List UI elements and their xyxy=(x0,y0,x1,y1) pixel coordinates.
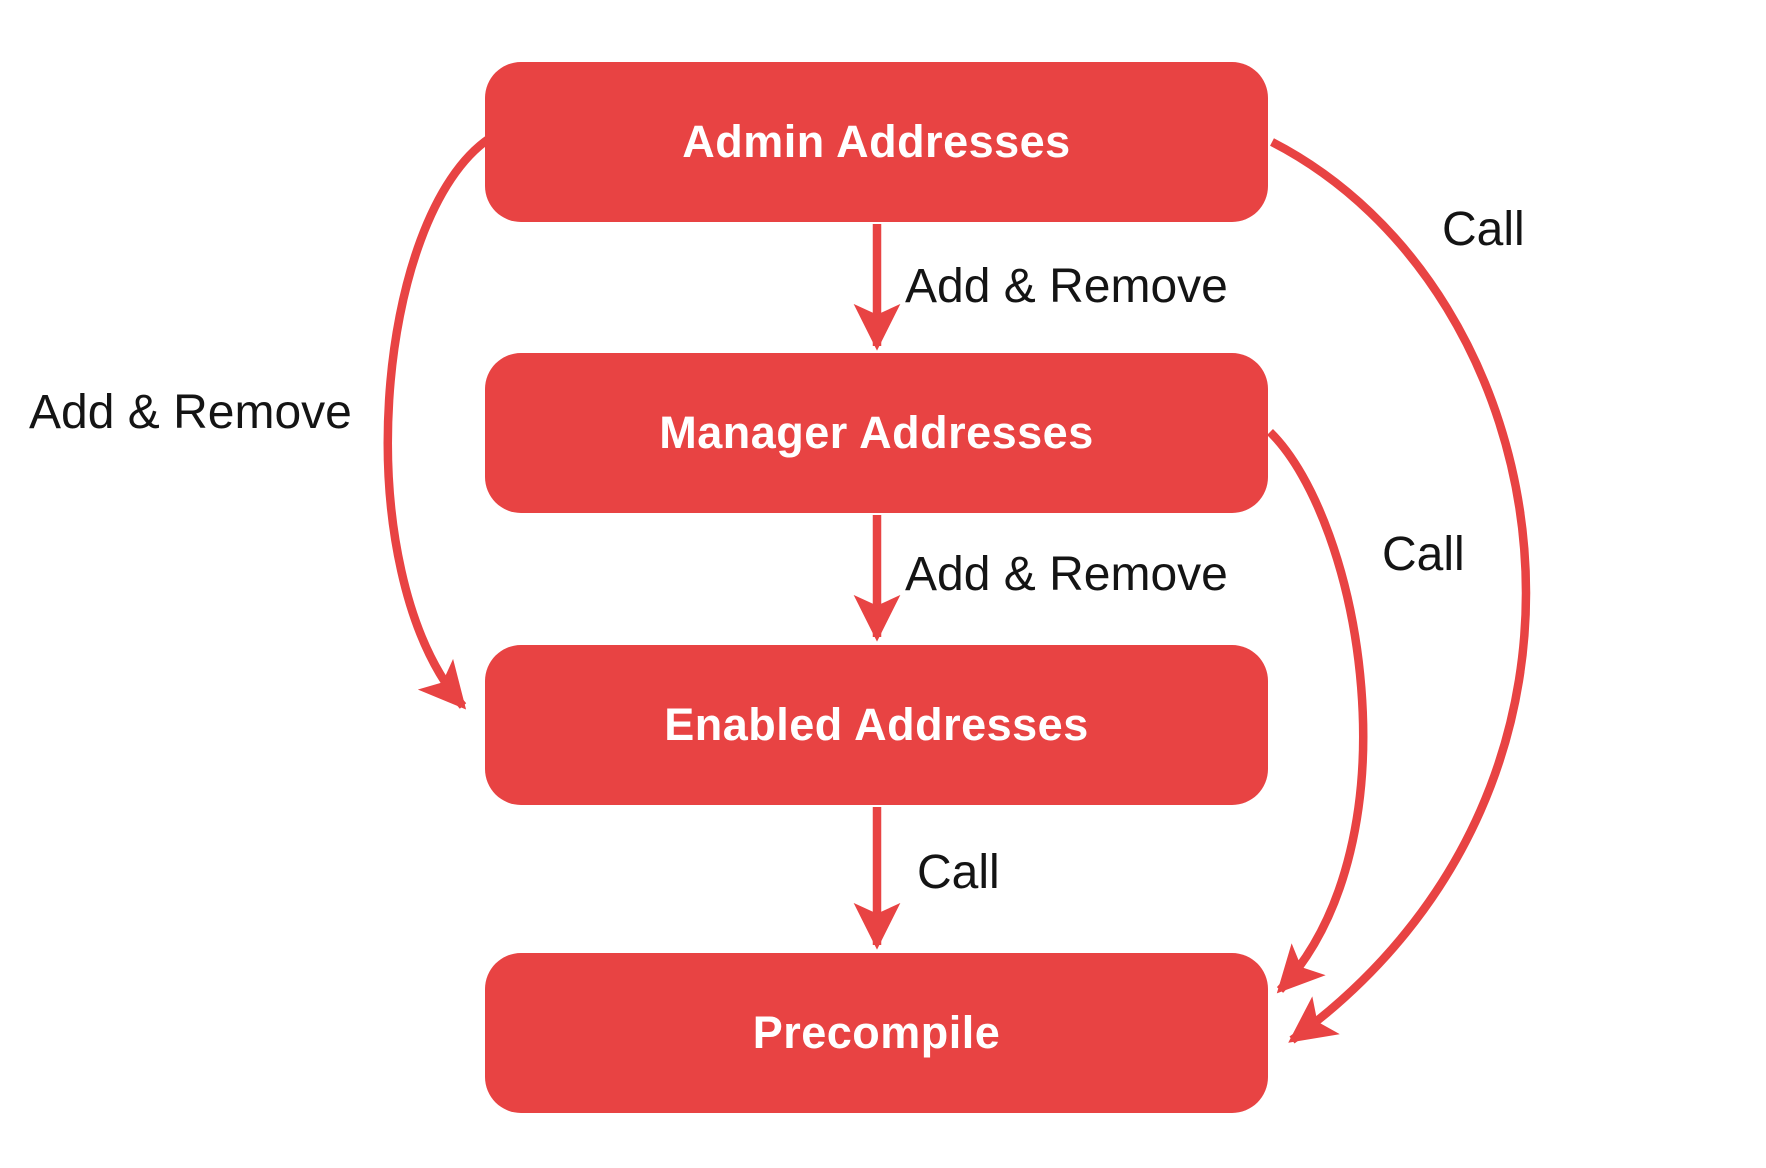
node-precompile-label: Precompile xyxy=(752,1007,1001,1058)
edge-manager-to-precompile-curve-arrow xyxy=(1267,428,1368,994)
node-enabled-addresses: Enabled Addresses xyxy=(485,645,1268,805)
edge-label-enabled-to-precompile: Call xyxy=(917,846,1000,900)
edge-label-manager-to-enabled: Add & Remove xyxy=(905,548,1228,602)
edge-label-manager-to-precompile: Call xyxy=(1382,528,1465,582)
edge-label-admin-to-precompile: Call xyxy=(1442,203,1525,257)
edge-label-admin-to-manager: Add & Remove xyxy=(905,260,1228,314)
edge-label-admin-to-enabled: Add & Remove xyxy=(29,386,352,440)
node-admin-addresses-label: Admin Addresses xyxy=(682,116,1071,167)
node-manager-addresses: Manager Addresses xyxy=(485,353,1268,513)
node-admin-addresses: Admin Addresses xyxy=(485,62,1268,222)
node-enabled-addresses-label: Enabled Addresses xyxy=(664,699,1089,750)
node-manager-addresses-label: Manager Addresses xyxy=(659,407,1094,458)
edge-admin-to-enabled-curve-arrow xyxy=(383,134,493,710)
node-precompile: Precompile xyxy=(485,953,1268,1113)
edge-admin-to-precompile-curve-arrow xyxy=(1270,138,1531,1044)
